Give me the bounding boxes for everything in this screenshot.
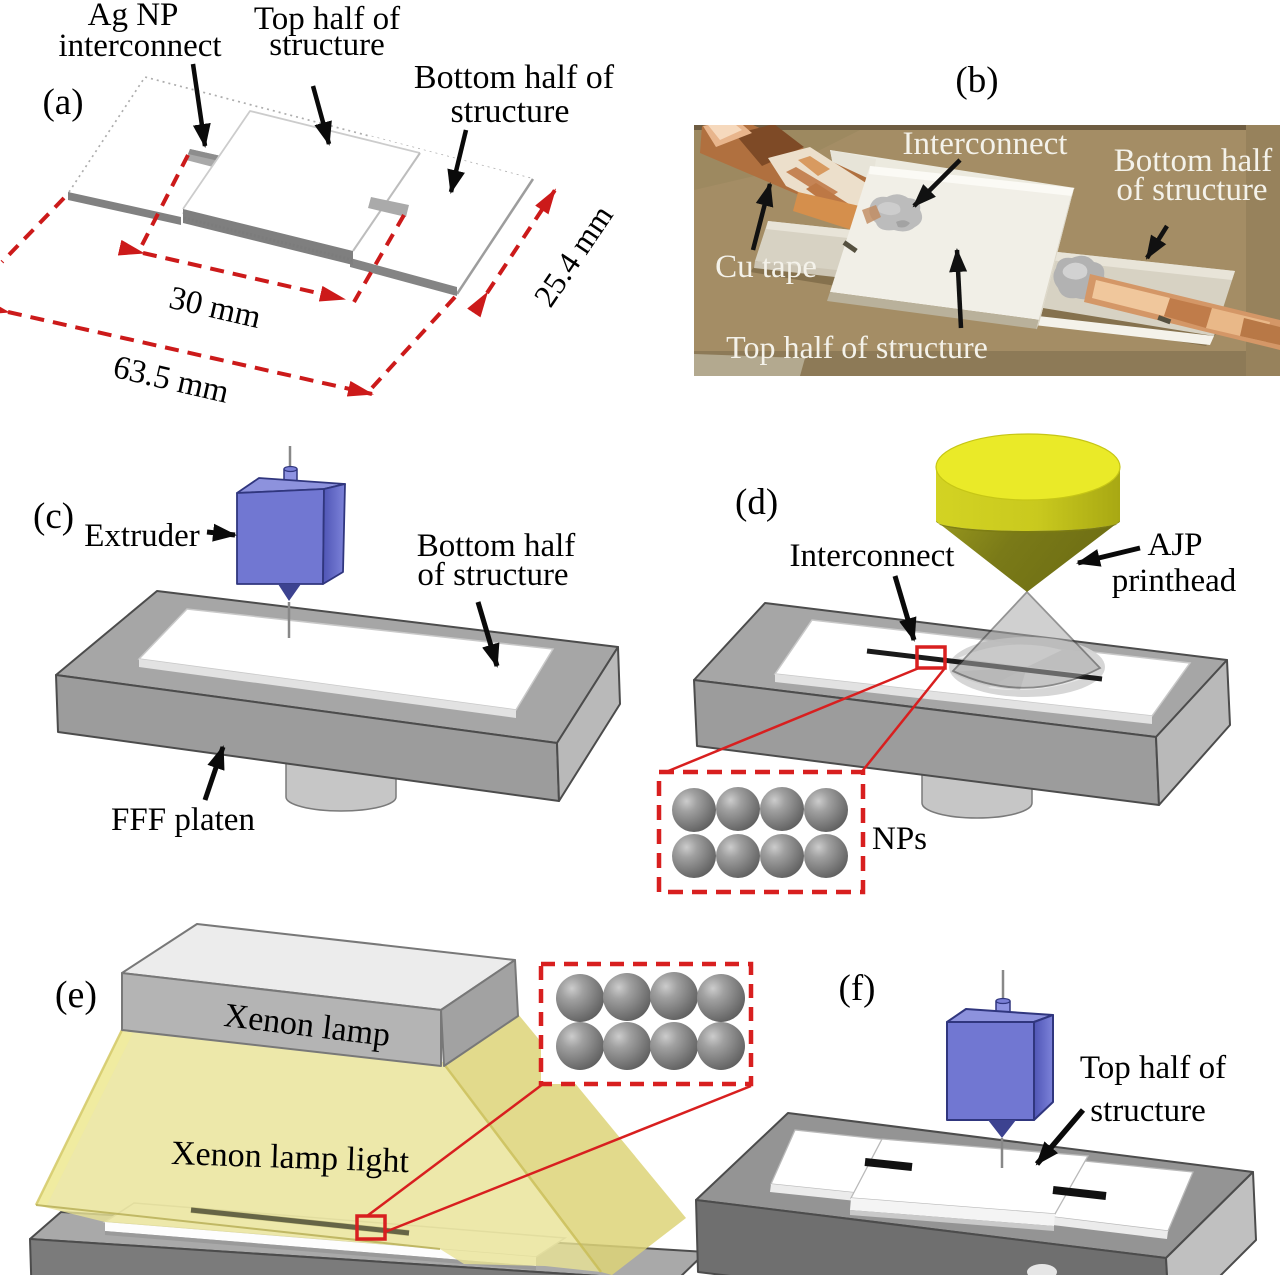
- svg-text:structure: structure: [451, 93, 570, 130]
- svg-text:Bottom half of: Bottom half of: [414, 59, 615, 96]
- svg-text:(c): (c): [33, 496, 74, 537]
- svg-text:Extruder: Extruder: [84, 518, 199, 554]
- svg-text:(a): (a): [42, 82, 83, 123]
- svg-text:interconnect: interconnect: [58, 28, 221, 64]
- svg-text:(d): (d): [735, 482, 778, 523]
- svg-text:NPs: NPs: [872, 821, 927, 857]
- svg-text:Top half of: Top half of: [254, 1, 400, 37]
- svg-text:structure: structure: [1090, 1093, 1205, 1129]
- svg-text:Xenon lamp light: Xenon lamp light: [170, 1135, 410, 1180]
- svg-text:(e): (e): [55, 974, 97, 1016]
- svg-text:of structure: of structure: [417, 557, 568, 593]
- svg-text:of structure: of structure: [1116, 172, 1267, 208]
- svg-text:structure: structure: [269, 27, 384, 63]
- svg-text:(b): (b): [955, 60, 998, 101]
- svg-text:Interconnect: Interconnect: [903, 126, 1068, 162]
- svg-text:(f): (f): [839, 968, 876, 1009]
- svg-text:Bottom half: Bottom half: [417, 528, 576, 564]
- svg-text:Top half of: Top half of: [1080, 1050, 1226, 1086]
- svg-text:Cu tape: Cu tape: [715, 249, 817, 285]
- svg-text:Top half of structure: Top half of structure: [726, 329, 988, 365]
- svg-text:FFF platen: FFF platen: [111, 802, 255, 838]
- svg-text:Bottom half: Bottom half: [1114, 143, 1273, 179]
- svg-text:Ag NP: Ag NP: [88, 0, 179, 33]
- svg-text:AJP: AJP: [1147, 527, 1202, 563]
- svg-text:Interconnect: Interconnect: [790, 538, 955, 574]
- svg-text:printhead: printhead: [1112, 563, 1237, 599]
